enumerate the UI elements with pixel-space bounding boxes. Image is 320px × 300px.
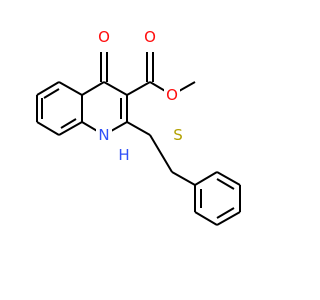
- bond: [194, 171, 218, 186]
- hydrogen-label: H: [118, 146, 129, 164]
- atom-label-layer: O O O N H S: [96, 28, 186, 164]
- bond: [126, 81, 151, 96]
- sulfur-label: S: [173, 126, 183, 144]
- carbonyl-oxygen-label: O: [144, 28, 156, 46]
- bond-double-inner: [60, 118, 77, 129]
- ketone-oxygen-label: O: [98, 28, 110, 46]
- molecule-structure: O O O N H S: [36, 28, 241, 226]
- bond: [126, 121, 151, 136]
- ester-oxygen-label: O: [166, 86, 178, 104]
- bond: [36, 121, 60, 136]
- bond: [81, 81, 105, 96]
- structure-canvas: O O O N H S: [36, 28, 241, 226]
- nitrogen-label: N: [98, 126, 109, 144]
- bond: [103, 81, 128, 96]
- bond: [58, 121, 83, 136]
- bond: [36, 81, 60, 96]
- bond: [216, 171, 241, 186]
- bond-double-inner: [216, 178, 235, 190]
- bond-double-inner: [216, 207, 235, 219]
- bond-double-inner: [43, 88, 60, 99]
- bond: [171, 171, 196, 186]
- bond: [58, 81, 83, 96]
- bond-layer: [36, 52, 241, 226]
- bond: [149, 134, 173, 173]
- bond: [194, 211, 218, 226]
- bond: [216, 211, 241, 226]
